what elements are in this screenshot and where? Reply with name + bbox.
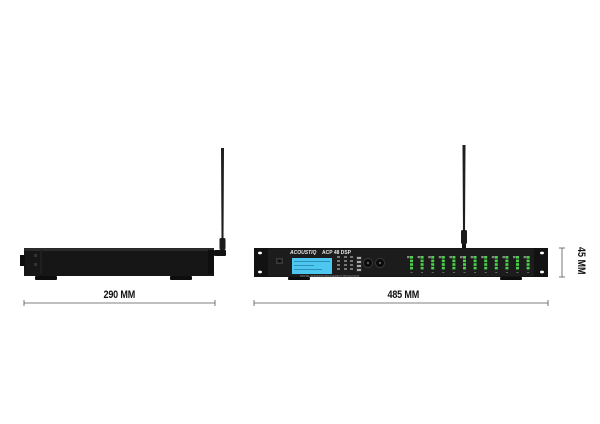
width-dimension-line [253, 300, 549, 306]
width-label: 485 MM [387, 289, 420, 301]
brand-logo: ACOUSTIQ [290, 250, 317, 256]
front-foot-right [500, 277, 522, 280]
side-chassis [20, 248, 214, 280]
channel-meter [481, 256, 488, 273]
channel-meter [449, 256, 456, 273]
channel-meter [513, 256, 519, 273]
height-dimension-line [559, 247, 565, 278]
channel-meter [428, 256, 435, 273]
side-antenna [214, 148, 226, 256]
channel-meter [491, 256, 498, 273]
front-foot-left [288, 277, 310, 280]
channel-meter [407, 256, 413, 273]
height-label: 45 MM [575, 247, 587, 275]
model-name: ACP 48 DSP [322, 250, 352, 256]
channel-meter [417, 256, 424, 273]
channel-meter [523, 256, 530, 273]
channel-meter [460, 256, 466, 273]
channel-meter [470, 256, 477, 273]
channel-strip [407, 256, 530, 273]
panel-subtitle: DIGITAL SPEAKER MANAGEMENT PROCESSOR [300, 275, 360, 278]
front-chassis [254, 248, 548, 277]
channel-meter [502, 256, 509, 273]
depth-dimension-line [23, 300, 216, 306]
depth-label: 290 MM [103, 289, 136, 301]
channel-meter [438, 256, 445, 273]
front-antenna [461, 145, 467, 250]
